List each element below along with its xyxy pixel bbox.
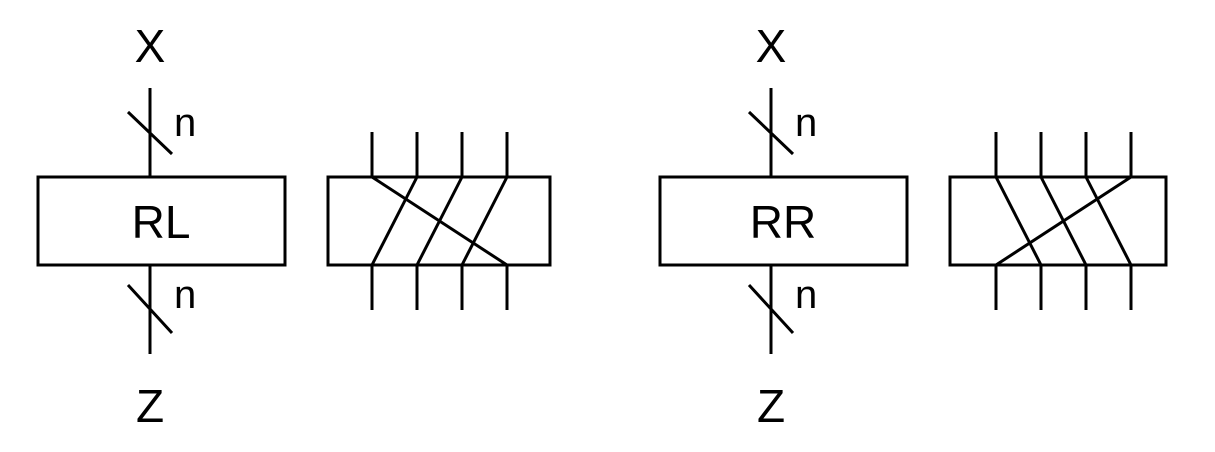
- rr-output-width-label: n: [795, 273, 817, 317]
- rr-output-bus-slash: [747, 283, 795, 335]
- rl-wiring-cross-4: [460, 176, 509, 266]
- rr-block: [658, 175, 909, 267]
- rl-input-label: X: [135, 20, 166, 72]
- rr-wiring-cross-3: [1084, 176, 1133, 266]
- rl-wiring-cross-2: [370, 176, 419, 266]
- rr-wiring-cross-1: [994, 176, 1043, 266]
- rl-block: [36, 175, 287, 267]
- rotate-right-wiring: [948, 132, 1168, 310]
- rl-block-label: RL: [132, 196, 191, 248]
- rl-input-width-label: n: [174, 101, 196, 145]
- rotate-right-group: X n RR n Z: [658, 20, 909, 432]
- rl-wiring-cross-3: [415, 176, 464, 266]
- rl-output-label: Z: [136, 380, 164, 432]
- rr-wiring-box: [948, 175, 1168, 267]
- rl-output-bus-slash: [126, 283, 174, 335]
- rl-input-bus-slash: [126, 110, 174, 156]
- rr-input-label: X: [756, 20, 787, 72]
- rr-wiring-cross-4: [995, 175, 1132, 267]
- rr-input-bus-slash: [747, 110, 795, 156]
- rr-output-label: Z: [757, 380, 785, 432]
- rr-input-width-label: n: [795, 101, 817, 145]
- rotate-left-wiring: [326, 132, 552, 310]
- rl-output-width-label: n: [174, 273, 196, 317]
- rr-block-label: RR: [750, 196, 816, 248]
- rotate-left-group: X n RL n Z: [36, 20, 287, 432]
